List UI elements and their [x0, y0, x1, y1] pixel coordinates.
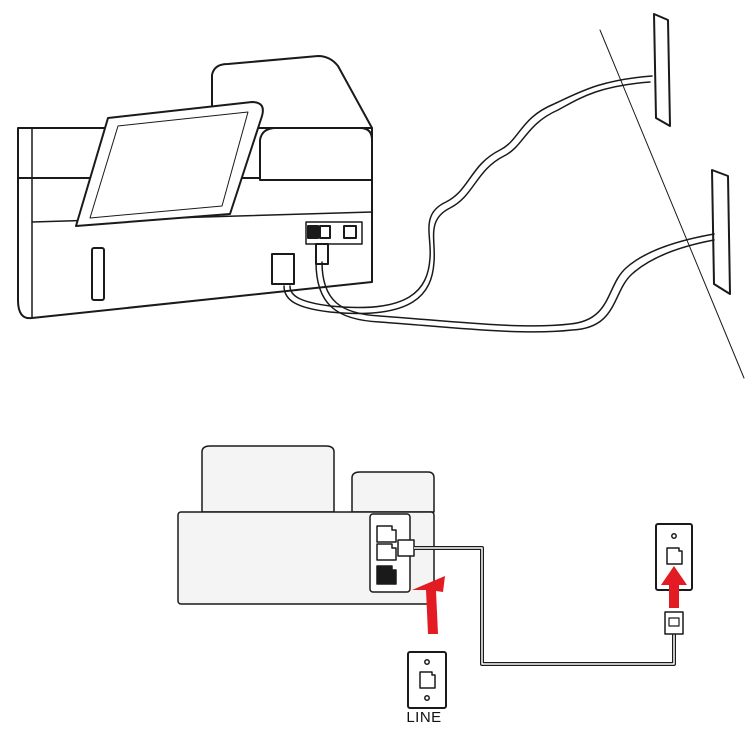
port-cluster	[305, 221, 363, 245]
paper-tray-inner	[89, 111, 249, 219]
red-arrow-icons	[412, 566, 687, 634]
port-line-icon	[376, 543, 397, 561]
red-arrow-icon-wall	[661, 566, 687, 608]
phone-cable-upper-b	[283, 81, 651, 315]
rj11-port-upper	[307, 225, 319, 239]
paper-tray	[75, 101, 264, 227]
side-slot	[91, 247, 105, 301]
line-plate-jack	[419, 671, 436, 689]
wall-plate-jack	[666, 547, 683, 565]
wall-plate-screw-top	[671, 533, 677, 539]
plug-in-port	[315, 243, 329, 265]
red-arrow-icon-printer	[412, 576, 445, 634]
wall-plate-lower	[711, 169, 731, 295]
plug-in-printer	[271, 253, 295, 285]
wall-plate-upper	[653, 13, 671, 127]
rj11-plug-icon	[664, 611, 684, 635]
schematic-cord	[414, 546, 676, 666]
printer-scanner-face	[259, 127, 373, 181]
printer-schematic	[177, 445, 693, 709]
schematic-scanner-block	[351, 471, 435, 513]
schematic-cord-inner	[414, 547, 675, 665]
phone-cable-upper	[289, 75, 653, 309]
schematic-paper-tray	[201, 445, 335, 513]
plug-at-printer-icon	[397, 539, 415, 557]
phone-cable-lower-b	[315, 239, 715, 333]
port-line-dark-icon	[376, 565, 397, 585]
line-plate-screw-bottom	[424, 695, 430, 701]
rj11-port-lower	[319, 225, 331, 239]
rj11-plug-clip	[668, 617, 680, 627]
line-plate-screw-top	[424, 659, 430, 665]
port-ext-icon	[376, 525, 397, 543]
printer-perspective-illustration	[17, 13, 745, 379]
wall-line	[599, 29, 745, 379]
phone-cable-lower	[321, 233, 715, 327]
usb-port	[343, 225, 357, 239]
line-label: LINE	[406, 709, 442, 726]
